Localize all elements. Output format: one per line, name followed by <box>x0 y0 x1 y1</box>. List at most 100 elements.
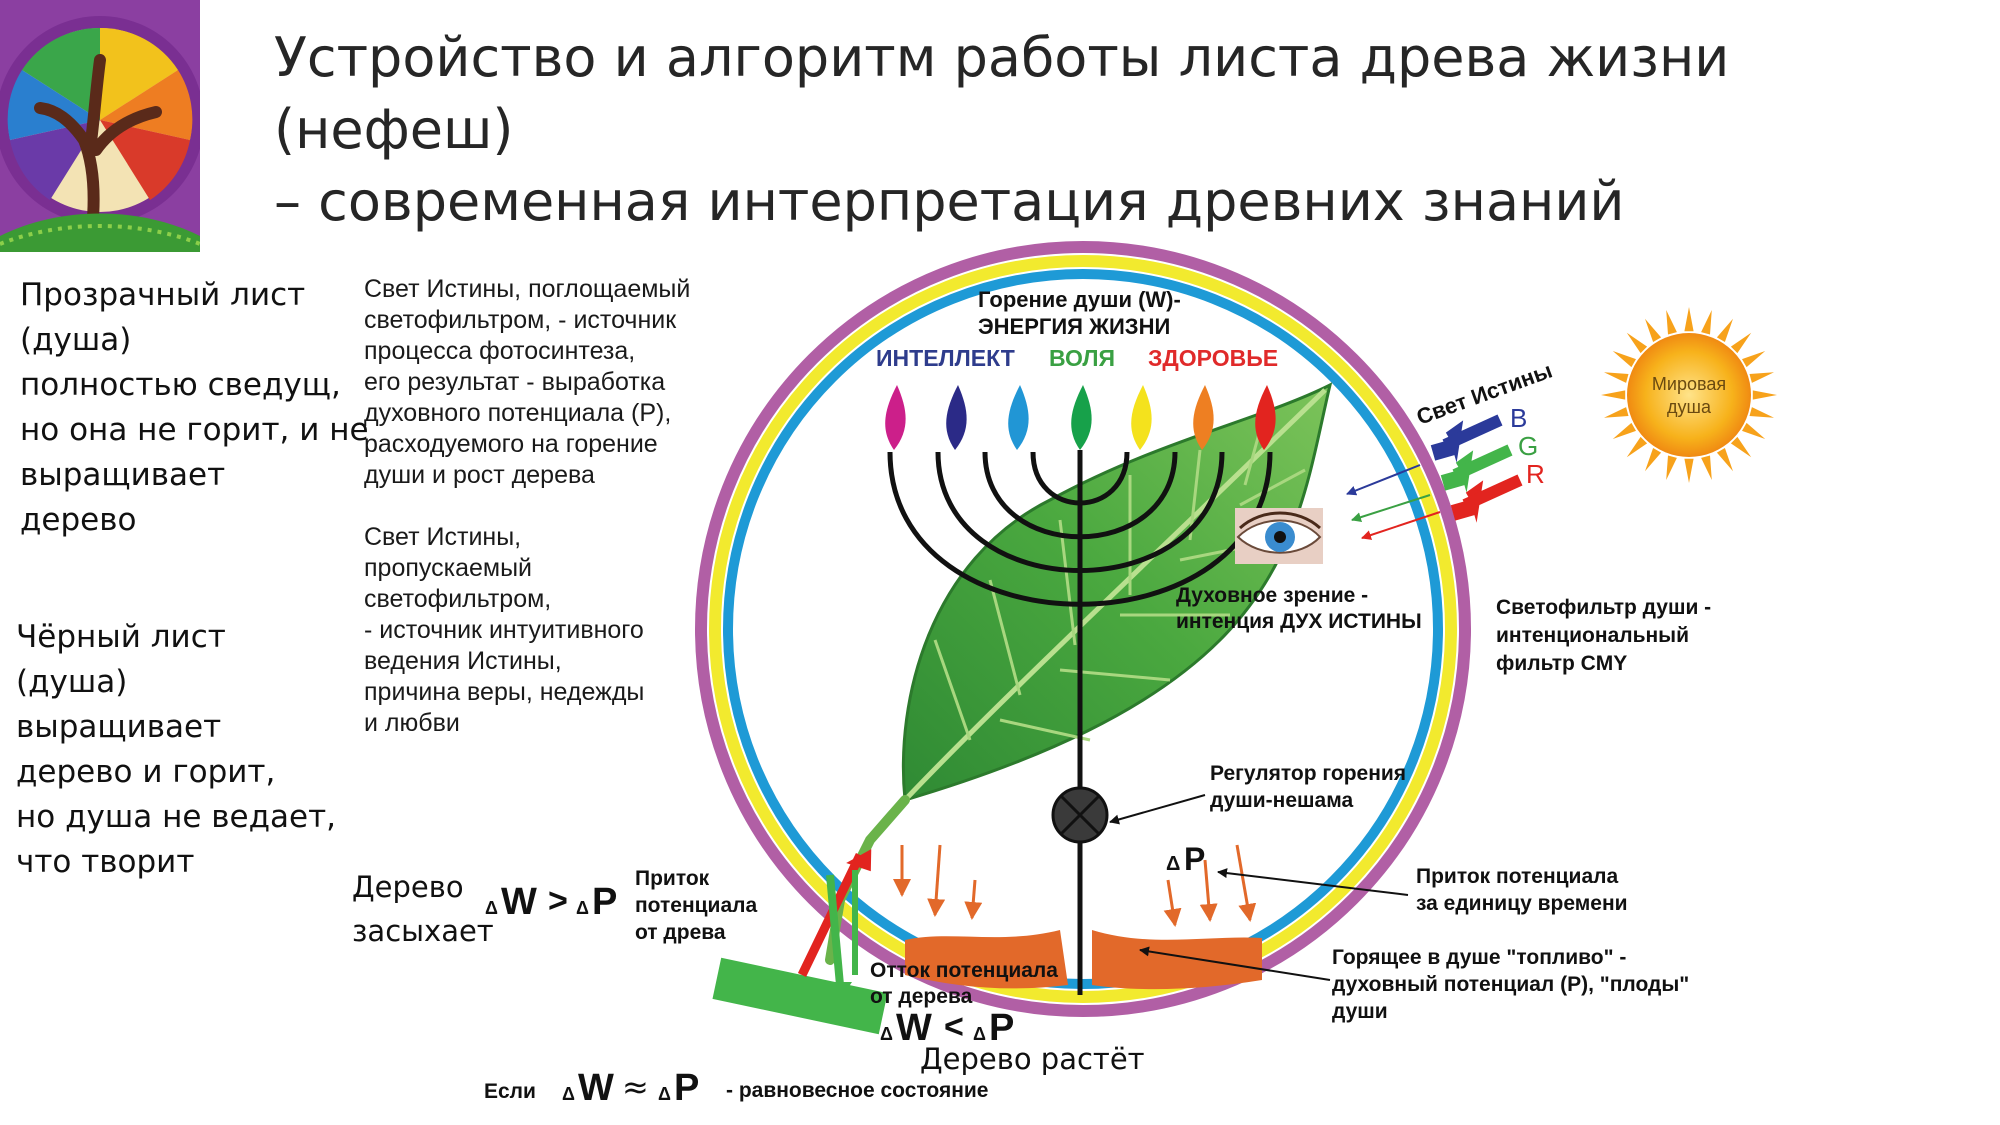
note-line: полностью сведущ, <box>20 367 341 403</box>
note-line: дерево и горит, <box>16 754 276 790</box>
potential-outflow-bar <box>712 957 888 1035</box>
sun-world-soul <box>1601 307 1777 483</box>
filter-label-1: Светофильтр души - <box>1496 596 1711 619</box>
note-line: духовного потенциала (Р), <box>364 399 672 427</box>
flame-light-blue <box>1008 385 1029 450</box>
blue-ring <box>723 269 1443 989</box>
note-line: но душа не ведает, <box>16 799 337 835</box>
regulator-label-2: души-нешама <box>1210 789 1353 812</box>
note-line: Чёрный лист <box>16 619 226 655</box>
formula-grow-p: P <box>989 1007 1014 1049</box>
note-line: расходуемого на горение <box>364 430 658 458</box>
note-line: но она не горит, и не <box>20 412 369 448</box>
flame-green <box>1071 385 1092 450</box>
formula-grow-delta-p: Δ <box>973 1024 986 1044</box>
transparent-leaf-note: Прозрачный лист (душа) полностью сведущ,… <box>20 273 369 543</box>
flame-orange <box>1193 385 1214 450</box>
note-line: Свет Истины, <box>364 523 522 551</box>
tree-dries-2: засыхает <box>352 914 494 948</box>
formula-grow-op: < <box>944 1008 964 1046</box>
outflow-green-arrow-1 <box>826 874 844 986</box>
formula-dry-op: > <box>548 882 568 920</box>
title-line-1: Устройство и алгоритм работы листа древа… <box>274 26 1730 161</box>
rgb-b: B <box>1510 403 1527 433</box>
slide-title: Устройство и алгоритм работы листа древа… <box>274 22 1974 238</box>
passed-light-note: Свет Истины, пропускаемый светофильтром,… <box>364 522 644 739</box>
note-line: причина веры, недежды <box>364 678 645 706</box>
fuel-label-2: духовный потенциал (Р), "плоды" <box>1332 973 1689 996</box>
note-line: (душа) <box>16 664 128 700</box>
if-label: Если <box>484 1080 536 1103</box>
formula-dry-w: W <box>501 881 537 923</box>
truth-light-arrows <box>1346 414 1523 540</box>
orange-flow-arrows <box>893 844 1257 927</box>
rgb-r: R <box>1526 459 1545 489</box>
note-line: и любви <box>364 709 460 737</box>
regulator-label-1: Регулятор горения <box>1210 762 1406 785</box>
tree-of-life-logo <box>0 0 200 252</box>
equilibrium-label: - равновесное состояние <box>726 1079 989 1102</box>
delta-p-delta: Δ <box>1166 853 1180 875</box>
formula-dry-delta-w: Δ <box>485 898 498 918</box>
spiritual-vision-1: Духовное зрение - <box>1176 584 1368 607</box>
inflow-time-2: за единицу времени <box>1416 892 1628 915</box>
title-line-2: – современная интерпретация древних знан… <box>274 170 1625 233</box>
delta-p-label: P <box>1184 841 1205 877</box>
inflow-time-1: Приток потенциала <box>1416 865 1618 888</box>
formula-eq-p: P <box>674 1067 699 1109</box>
formula-eq-delta-w: Δ <box>562 1084 575 1104</box>
will-label: ВОЛЯ <box>1049 345 1115 371</box>
formula-eq-w: W <box>578 1067 614 1109</box>
note-line: - источник интуитивного <box>364 616 644 644</box>
formula-dry-p: P <box>592 881 617 923</box>
fuel-label-1: Горящее в душе "топливо" - <box>1332 946 1626 969</box>
formula-grow-delta-w: Δ <box>880 1024 893 1044</box>
formula-dry-delta-p: Δ <box>576 898 589 918</box>
black-leaf-note: Чёрный лист (душа) выращивает дерево и г… <box>16 615 336 885</box>
outflow-1: Отток потенциала <box>870 959 1058 982</box>
tree-grows: Дерево растёт <box>920 1042 1145 1076</box>
inflow-tree-1: Приток <box>635 867 710 890</box>
note-line: пропускаемый <box>364 554 533 582</box>
inflow-tree-3: от древа <box>635 921 726 944</box>
spiritual-vision-2: интенция ДУХ ИСТИНЫ <box>1176 610 1422 633</box>
burning-title-2: ЭНЕРГИЯ ЖИЗНИ <box>978 314 1170 339</box>
formula-grow-w: W <box>896 1007 932 1049</box>
flame-red <box>1255 385 1276 450</box>
note-line: (душа) <box>20 322 132 358</box>
note-line: Прозрачный лист <box>20 277 306 313</box>
note-line: дерево <box>20 502 137 538</box>
note-line: процесса фотосинтеза, <box>364 337 636 365</box>
health-label: ЗДОРОВЬЕ <box>1148 345 1278 371</box>
filter-label-2: интенциональный <box>1496 624 1689 647</box>
note-line: его результат - выработка <box>364 368 666 396</box>
menorah-flames <box>885 385 1276 450</box>
note-line: выращивает <box>20 457 226 493</box>
formula-eq-delta-p: Δ <box>658 1084 671 1104</box>
outflow-2: от дерева <box>870 985 973 1008</box>
filter-label-3: фильтр CMY <box>1496 652 1627 675</box>
fuel-label-3: души <box>1332 1000 1388 1023</box>
note-line: души и рост дерева <box>364 461 595 489</box>
yellow-ring <box>709 255 1457 1003</box>
burning-title-1: Горение души (W)- <box>978 287 1181 312</box>
eye-icon <box>1235 508 1323 564</box>
note-line: светофильтром, - источник <box>364 306 677 334</box>
note-line: что творит <box>16 844 195 880</box>
note-line: ведения Истины, <box>364 647 562 675</box>
outer-purple-ring <box>695 241 1471 1017</box>
truth-light-label: Свет Истины <box>1413 358 1555 430</box>
sun-label-1: Мировая <box>1652 374 1726 394</box>
inflow-tree-2: потенциала <box>635 894 757 917</box>
intellect-label: ИНТЕЛЛЕКТ <box>876 345 1015 371</box>
fuel-right <box>1092 930 1262 990</box>
flame-magenta <box>885 385 906 450</box>
sun-label-2: душа <box>1667 397 1712 417</box>
absorbed-light-note: Свет Истины, поглощаемый светофильтром, … <box>364 274 690 491</box>
formula-eq-op: ≈ <box>622 1068 649 1106</box>
note-line: светофильтром, <box>364 585 552 613</box>
note-line: Свет Истины, поглощаемый <box>364 275 691 303</box>
flame-dark-blue <box>946 385 967 450</box>
burning-regulator-valve <box>1051 786 1109 844</box>
